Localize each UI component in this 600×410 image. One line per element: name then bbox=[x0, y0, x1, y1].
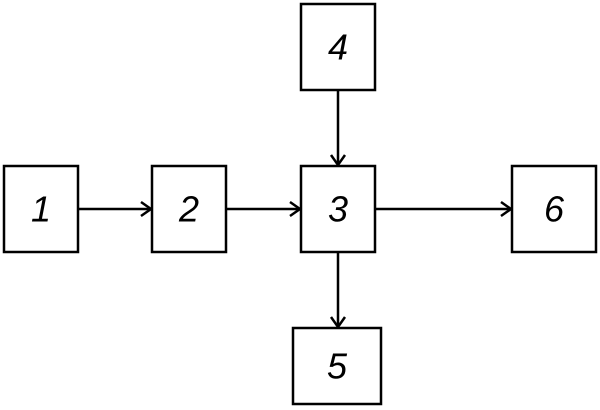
arrow-2-to-3 bbox=[226, 200, 303, 218]
block-3-label: 3 bbox=[328, 189, 348, 230]
arrow-1-to-2 bbox=[78, 200, 154, 218]
arrow-4-to-3 bbox=[329, 90, 347, 168]
block-5-label: 5 bbox=[327, 346, 348, 387]
block-4-label: 4 bbox=[328, 27, 348, 68]
block-1-label: 1 bbox=[31, 189, 51, 230]
arrow-3-to-6 bbox=[375, 200, 514, 218]
block-1: 1 bbox=[2, 164, 80, 254]
block-3: 3 bbox=[299, 164, 377, 254]
block-2-label: 2 bbox=[178, 189, 199, 230]
arrow-3-to-5 bbox=[329, 252, 347, 330]
block-4: 4 bbox=[299, 2, 377, 92]
block-6-label: 6 bbox=[544, 189, 565, 230]
block-5: 5 bbox=[291, 326, 383, 406]
block-2: 2 bbox=[150, 164, 228, 254]
block-6: 6 bbox=[510, 164, 598, 254]
